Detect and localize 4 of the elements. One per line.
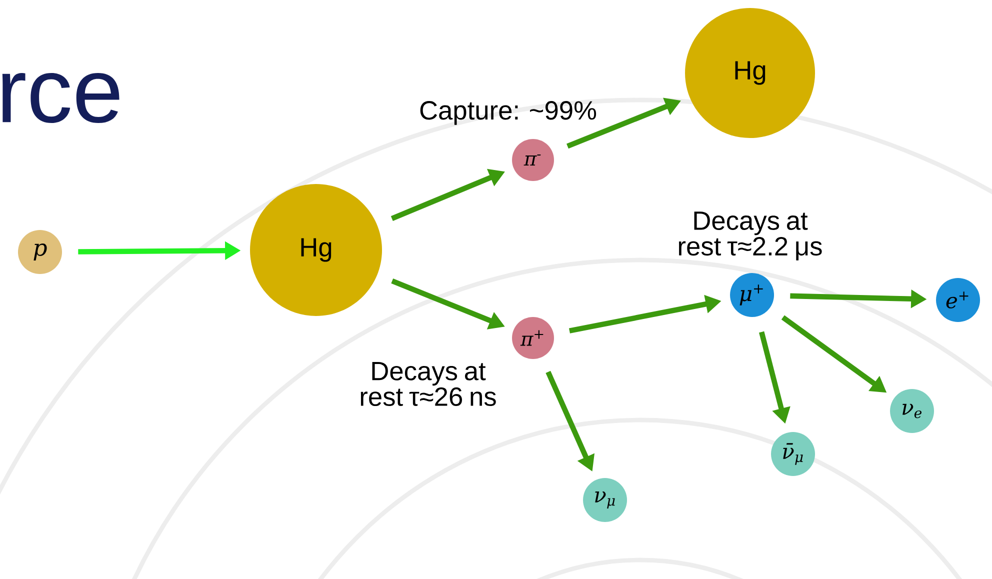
slide-title: rce: [2, 72, 120, 124]
particle-caption: Capture: ~99%: [420, 101, 596, 125]
particle-caption: Decays at rest τ≈2.2 μs: [678, 212, 822, 260]
particle-caption: Decays at rest τ≈26 ns: [360, 362, 496, 406]
